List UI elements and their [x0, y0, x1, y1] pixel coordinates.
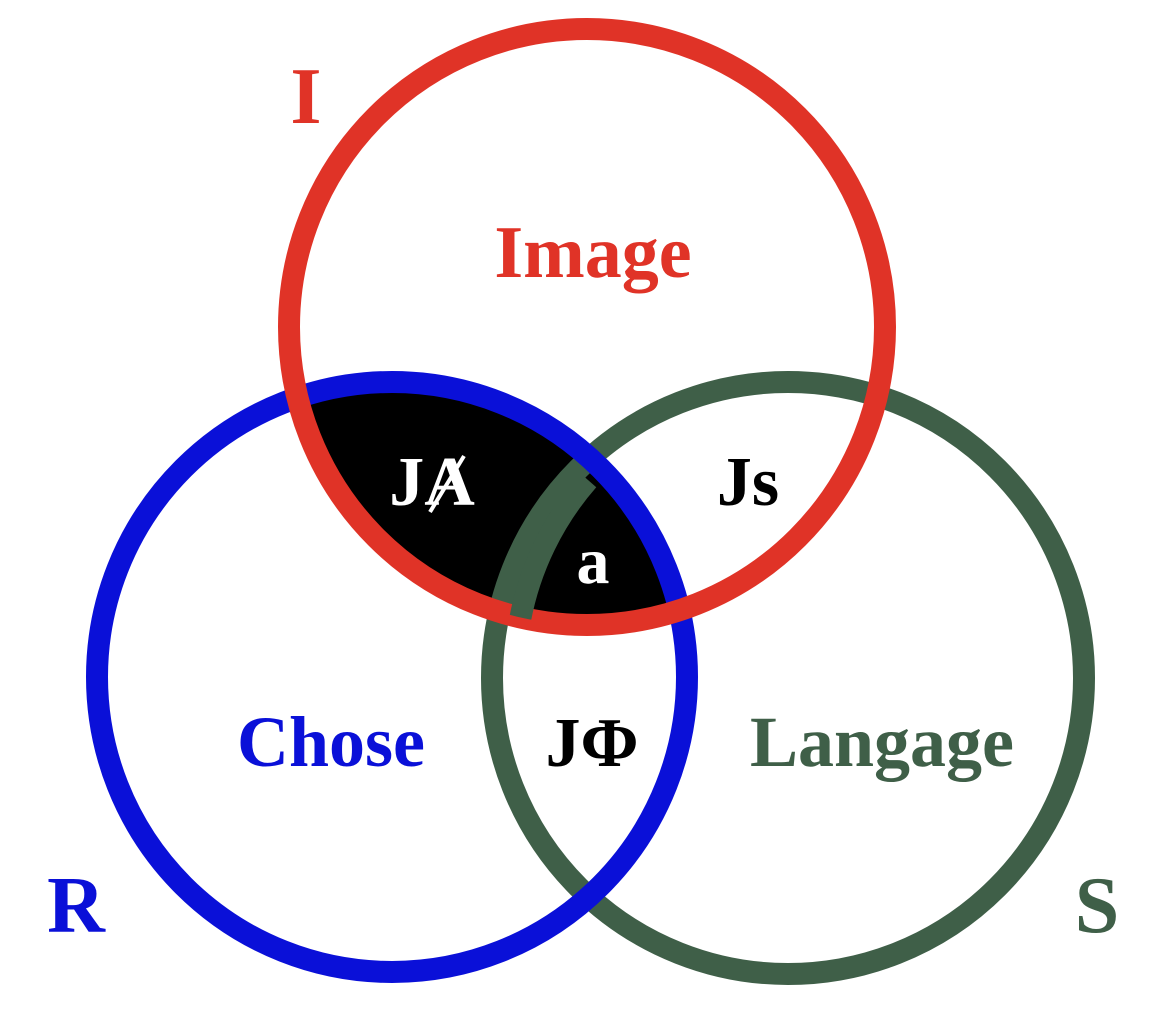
symbolic-ring-over-segment — [509, 472, 597, 623]
jouissance-phallic-label: JΦ — [545, 705, 638, 782]
real-ring — [86, 371, 698, 983]
real-letter: R — [47, 862, 106, 950]
object-a-label: a — [577, 525, 610, 598]
jouissance-sens-label: Js — [717, 444, 779, 521]
symbolic-ring — [481, 371, 1095, 985]
chose-label: Chose — [237, 702, 425, 782]
symbolic-letter: S — [1075, 862, 1120, 950]
imaginary-letter: I — [290, 53, 321, 141]
langage-label: Langage — [750, 702, 1014, 782]
imaginary-real-intersection — [289, 382, 687, 625]
barred-a-stroke — [428, 454, 466, 514]
imaginary-ring — [278, 18, 896, 636]
image-label: Image — [494, 212, 691, 294]
